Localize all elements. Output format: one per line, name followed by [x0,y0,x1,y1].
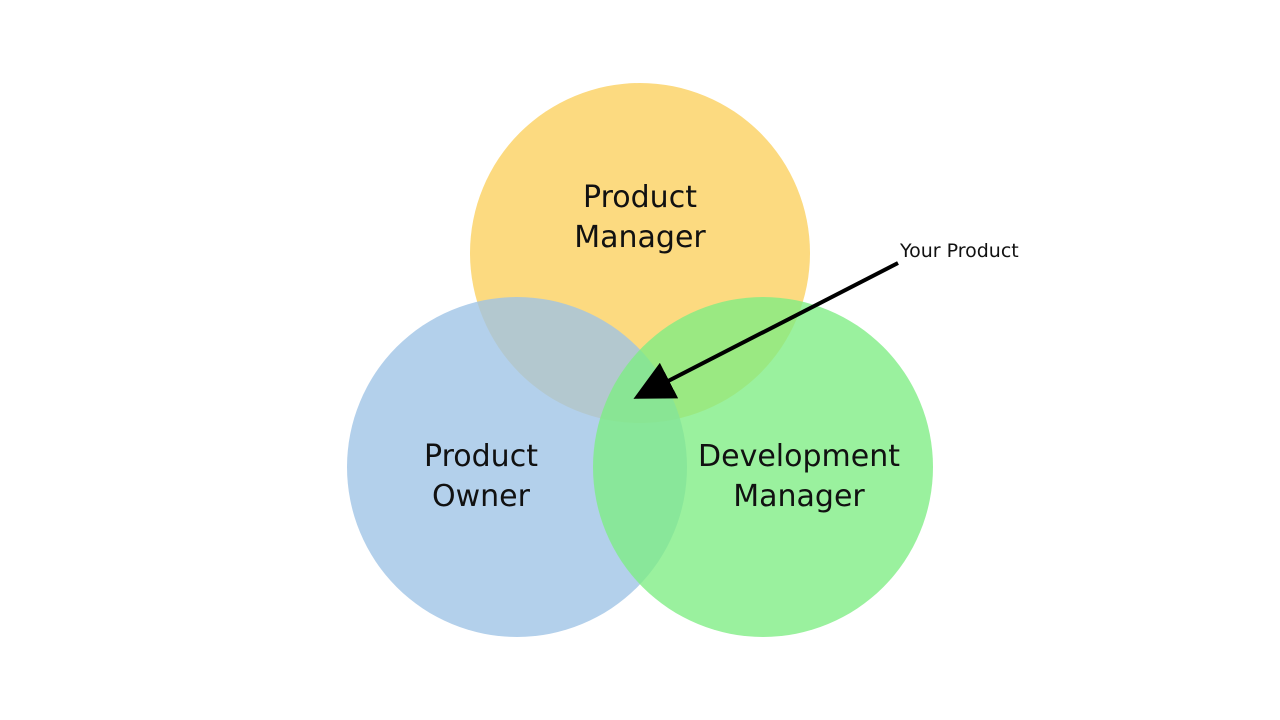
label-line: Product [424,439,538,474]
label-line: Product [583,180,697,215]
label-line: Development [698,439,900,474]
label-development-manager: Development Manager [669,437,929,517]
label-product-owner: Product Owner [381,437,581,517]
callout-label: Your Product [900,240,1019,262]
callout-arrow [633,261,899,399]
circle-product-owner [347,297,687,637]
label-line: Manager [733,479,865,514]
label-line: Owner [432,479,530,514]
label-line: Manager [574,220,706,255]
label-product-manager: Product Manager [540,178,740,258]
